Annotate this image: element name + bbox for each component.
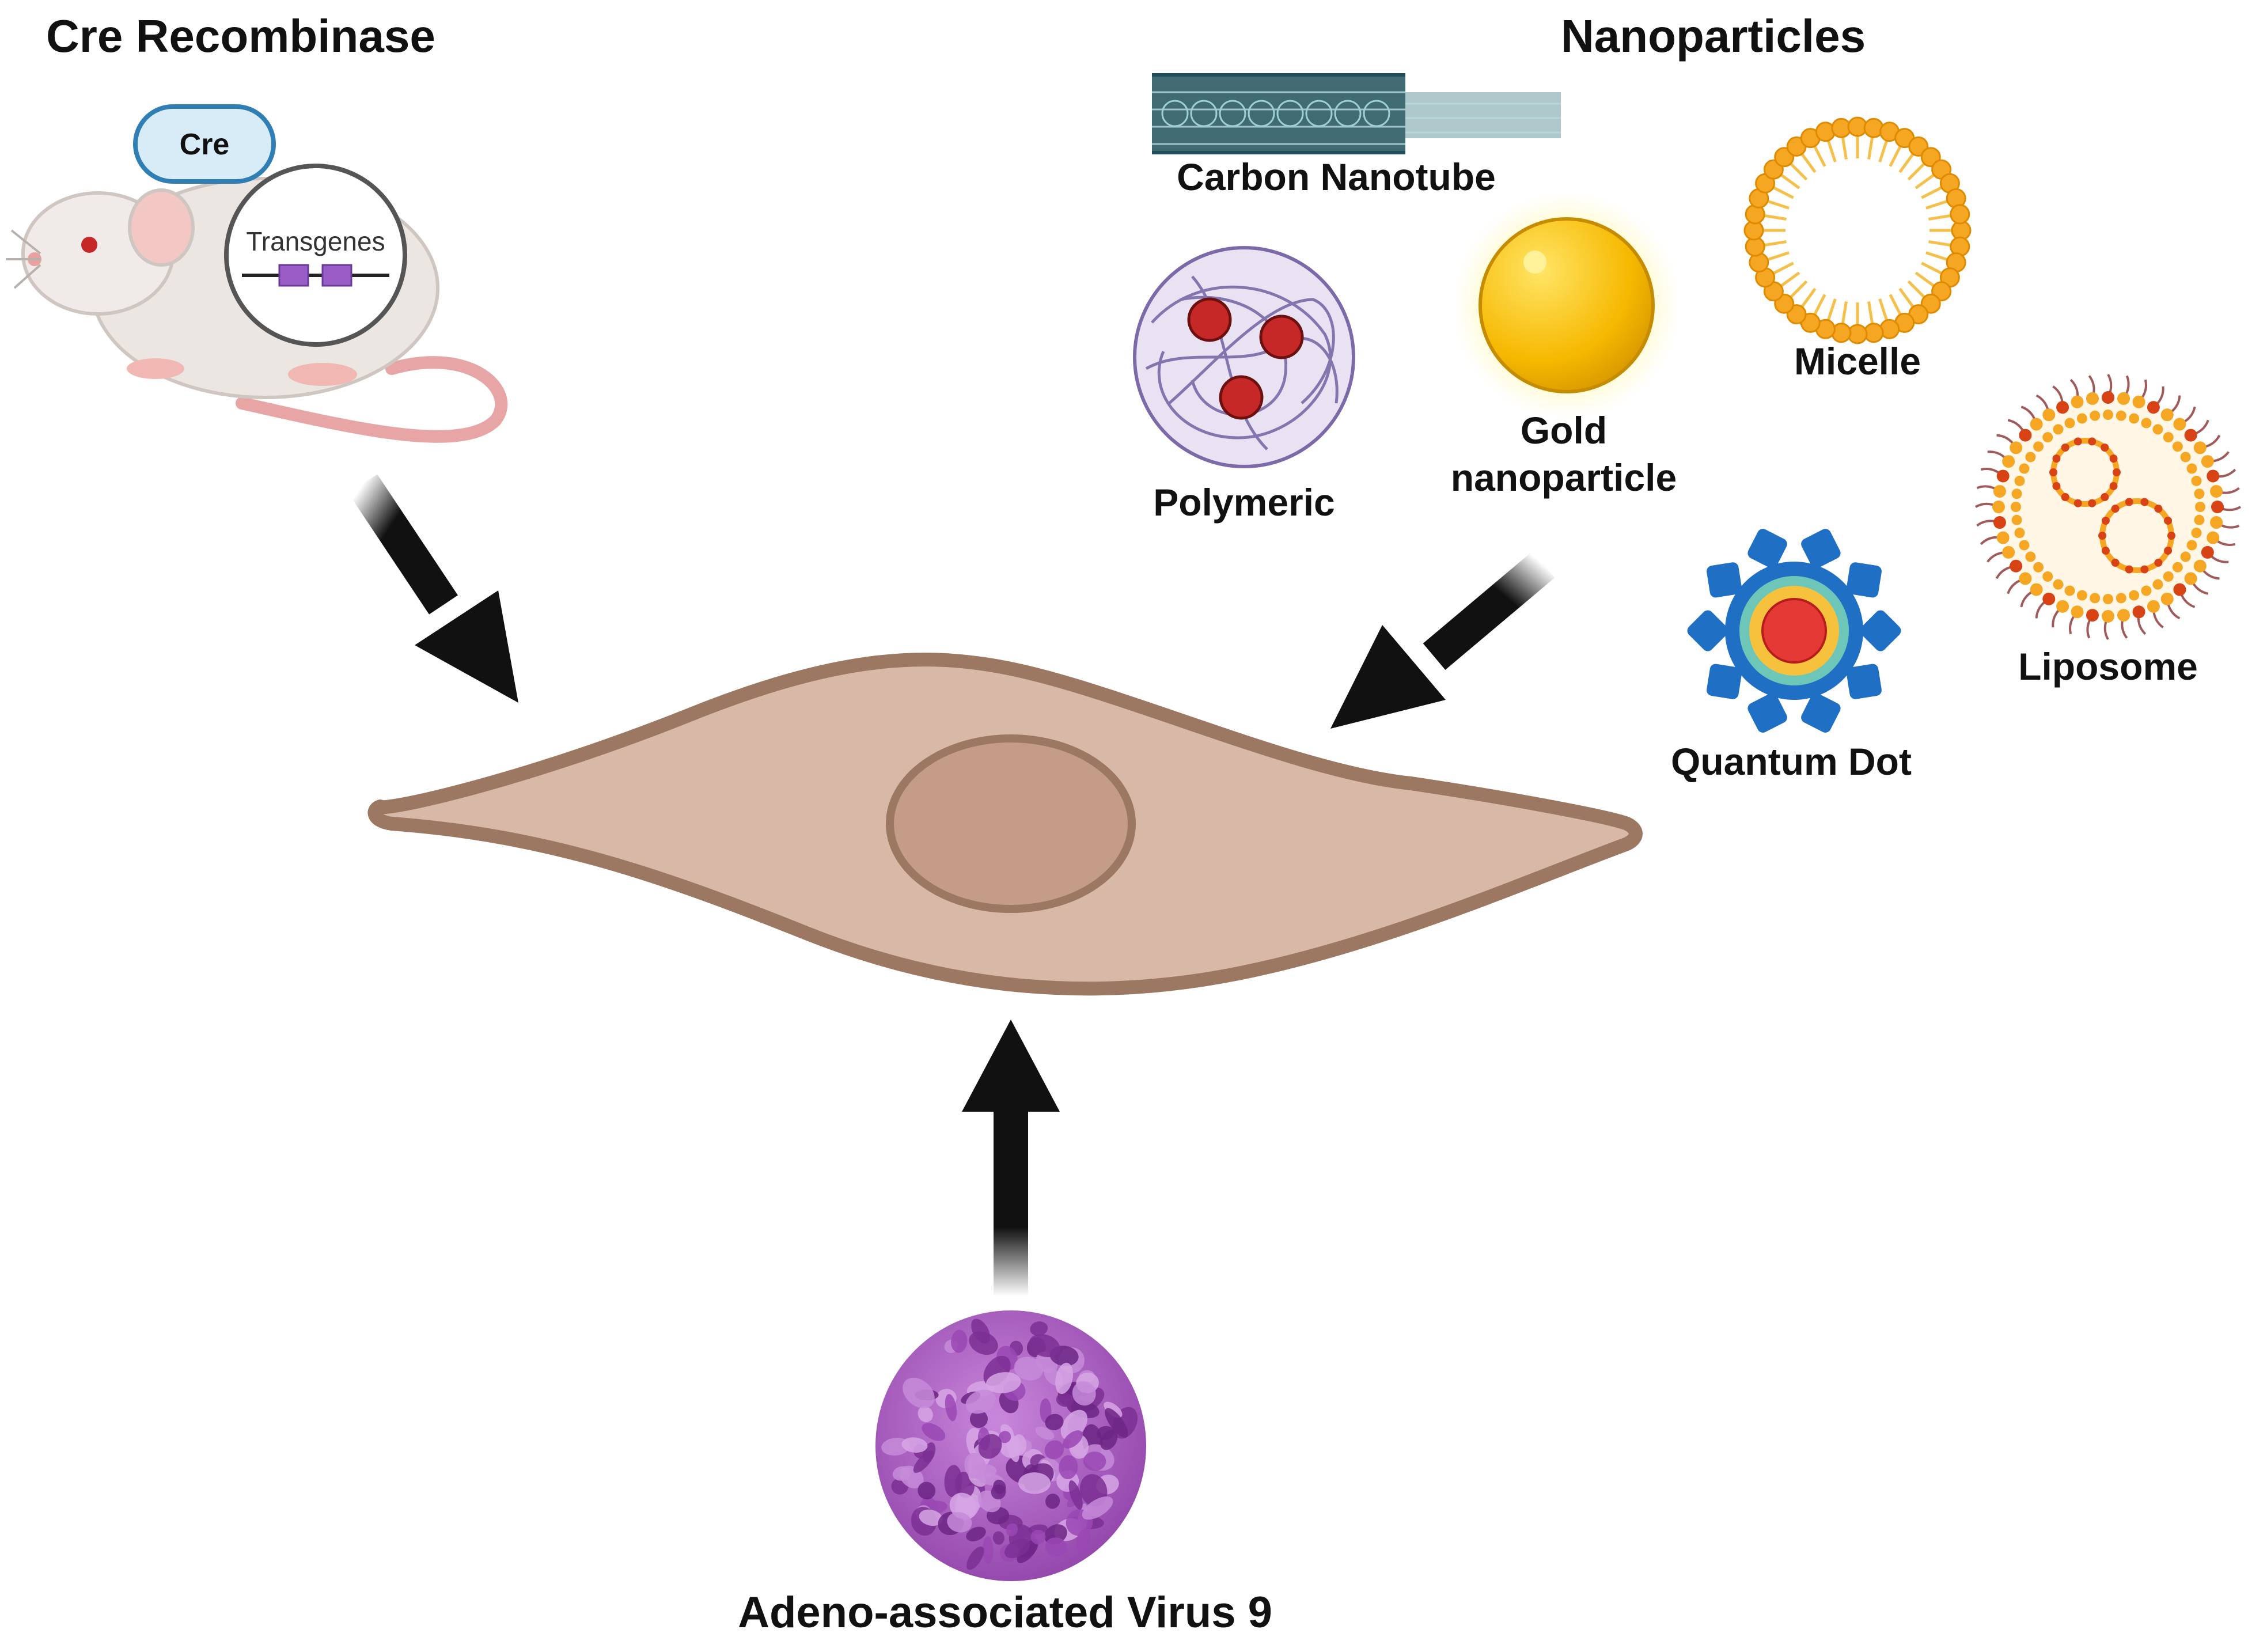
cell (367, 653, 1643, 996)
cre-recombinase-heading: Cre Recombinase (46, 10, 435, 62)
gold-label-line2: nanoparticle (1451, 456, 1677, 499)
cell-nucleus (886, 734, 1136, 913)
aav9-label: Adeno-associated Virus 9 (738, 1588, 1272, 1637)
arrow-from-virus (962, 1020, 1060, 1296)
nanoparticles-heading: Nanoparticles (1561, 10, 1866, 62)
arrow-from-cre (348, 474, 518, 703)
carbon-nanotube-icon (1152, 73, 1561, 154)
quantum-dot-icon (1687, 529, 1901, 733)
transgenes-inset: Transgenes (224, 164, 407, 347)
cre-tag: Cre (133, 104, 276, 184)
quantum-dot-label: Quantum Dot (1671, 740, 1912, 783)
polymeric-label: Polymeric (1153, 481, 1335, 524)
arrow-from-nanoparticles (1330, 551, 1555, 729)
polymeric-nanoparticle-icon (1133, 246, 1355, 468)
transgene-block-2 (321, 264, 352, 287)
gold-nanoparticle-icon (1451, 190, 1682, 420)
cre-tag-label: Cre (180, 128, 230, 161)
liposome-icon (1974, 373, 2242, 641)
transgene-block-1 (278, 264, 309, 287)
carbon-nanotube-label: Carbon Nanotube (1177, 156, 1496, 198)
aav9-virus-icon (875, 1310, 1146, 1581)
transgenes-label: Transgenes (246, 226, 385, 256)
gold-label-line1: Gold (1521, 409, 1607, 452)
micelle-label: Micelle (1794, 340, 1921, 382)
micelle-icon (1743, 116, 1972, 344)
liposome-label: Liposome (2018, 645, 2198, 688)
